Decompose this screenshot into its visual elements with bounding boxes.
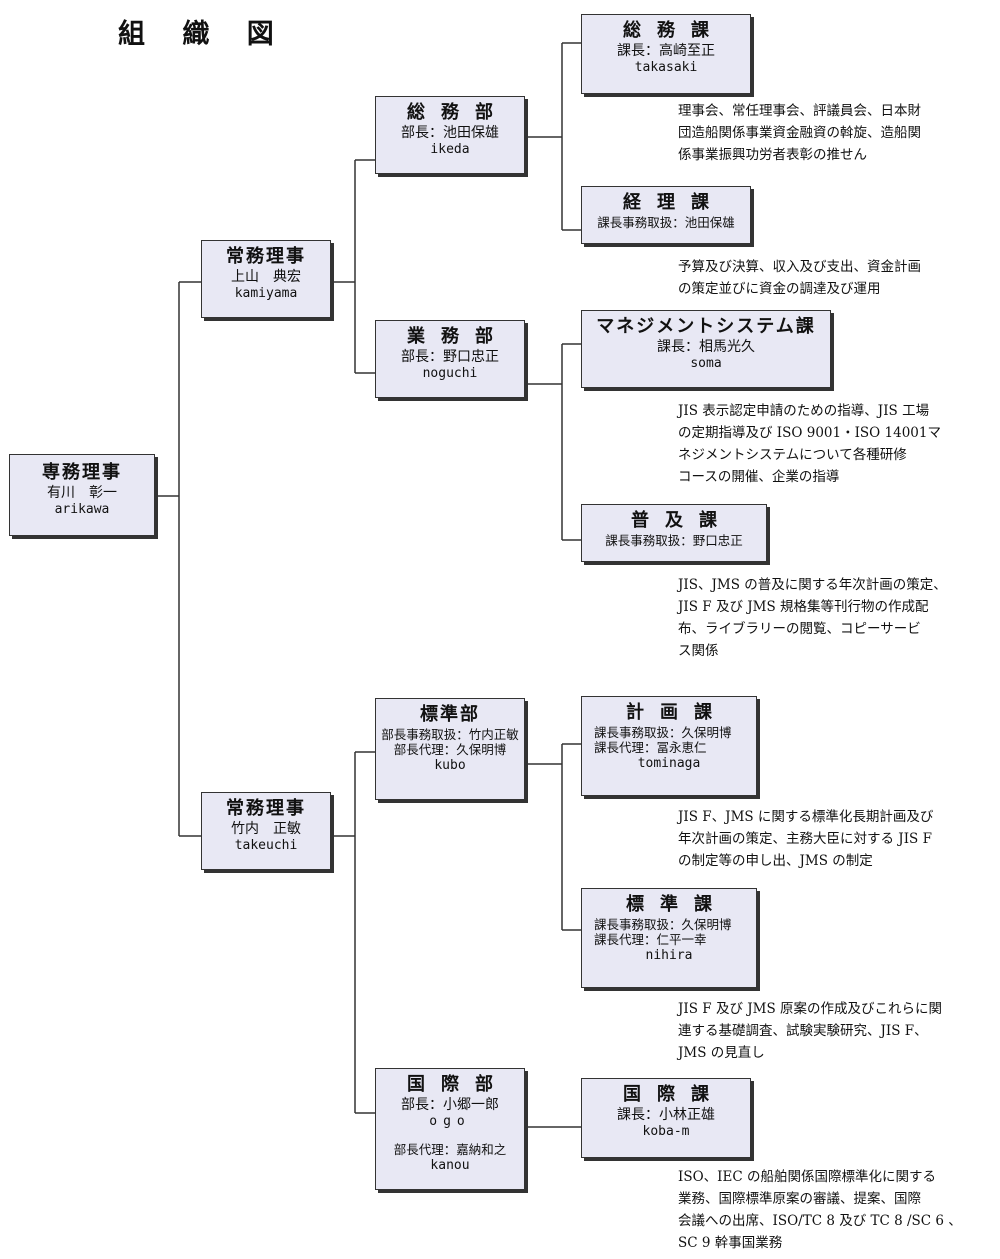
dept-international-deputy-romaji: kanou — [430, 1157, 470, 1173]
sec-international-head: 課長：小林正雄 — [617, 1106, 715, 1123]
dept-standards-deputy: 部長代理：久保明博 — [393, 742, 507, 758]
sec-general-affairs-description: 理事会、常任理事会、評議員会、日本財 団造船関係事業資金融資の斡旋、造船関 係事… — [678, 103, 921, 163]
director-romaji: arikawa — [54, 502, 110, 517]
dept-standards-title: 標準部 — [420, 704, 480, 725]
executive-2-romaji: takeuchi — [234, 838, 298, 853]
sec-planning-title: 計画課 — [626, 702, 728, 723]
sec-promotion-title: 普及課 — [631, 510, 733, 531]
sec-promotion-head: 課長事務取扱：野口忠正 — [605, 532, 743, 548]
sec-management-description: JIS 表示認定申請のための指導、JIS 工場 の定期指導及び ISO 9001… — [678, 403, 941, 485]
executive-1-person: 上山 典宏 — [231, 268, 301, 285]
sec-promotion-box: 普及課 課長事務取扱：野口忠正 — [581, 504, 767, 562]
dept-standards-romaji: kubo — [434, 757, 466, 773]
sec-planning-head: 課長事務取扱：久保明博 — [594, 724, 732, 740]
director-title: 専務理事 — [42, 462, 122, 483]
sec-standards-deputy: 課長代理：仁平一幸 — [594, 932, 707, 948]
page-title: 組 織 図 — [118, 19, 288, 50]
dept-general-romaji: ikeda — [430, 142, 470, 157]
dept-general-title: 総務部 — [407, 102, 509, 123]
sec-general-affairs-romaji: takasaki — [634, 60, 698, 75]
sec-international-romaji: koba-m — [642, 1124, 690, 1139]
sec-international-description: ISO、IEC の船舶関係国際標準化に関する 業務、国際標準原案の審議、提案、国… — [678, 1169, 962, 1251]
sec-promotion-description: JIS、JMS の普及に関する年次計画の策定、 JIS F 及び JMS 規格集… — [678, 577, 947, 659]
sec-planning-deputy: 課長代理：冨永恵仁 — [594, 740, 707, 756]
director-box: 専務理事 有川 彰一 arikawa — [9, 454, 155, 536]
dept-international-romaji: ogo — [429, 1114, 471, 1129]
dept-general-box: 総務部 部長：池田保雄 ikeda — [375, 96, 525, 174]
executive-2-person: 竹内 正敏 — [231, 820, 301, 837]
sec-management-box: マネジメントシステム課 課長：相馬光久 soma — [581, 310, 831, 388]
sec-planning-description: JIS F、JMS に関する標準化長期計画及び 年次計画の策定、主務大臣に対する… — [678, 809, 934, 869]
sec-general-affairs-head: 課長：高崎至正 — [617, 42, 715, 59]
sec-standards-box: 標準課 課長事務取扱：久保明博 課長代理：仁平一幸 nihira — [581, 888, 757, 988]
sec-international-box: 国際課 課長：小林正雄 koba-m — [581, 1078, 751, 1158]
dept-international-head: 部長：小郷一郎 — [401, 1096, 499, 1113]
executive-1-romaji: kamiyama — [234, 286, 298, 301]
dept-business-head: 部長：野口忠正 — [401, 348, 499, 365]
dept-international-box: 国際部 部長：小郷一郎 ogo 部長代理：嘉納和之 kanou — [375, 1068, 525, 1190]
sec-standards-head: 課長事務取扱：久保明博 — [594, 916, 732, 932]
dept-international-title: 国際部 — [407, 1074, 509, 1095]
sec-international-title: 国際課 — [623, 1084, 725, 1105]
dept-business-box: 業務部 部長：野口忠正 noguchi — [375, 320, 525, 398]
dept-standards-box: 標準部 部長事務取扱：竹内正敏 部長代理：久保明博 kubo — [375, 698, 525, 800]
executive-1-title: 常務理事 — [226, 246, 306, 267]
dept-international-deputy: 部長代理：嘉納和之 — [393, 1142, 507, 1158]
sec-standards-romaji: nihira — [645, 947, 693, 963]
director-person: 有川 彰一 — [47, 484, 117, 501]
dept-standards-head: 部長事務取扱：竹内正敏 — [381, 726, 519, 742]
dept-business-romaji: noguchi — [422, 366, 478, 381]
sec-management-title: マネジメントシステム課 — [596, 316, 816, 337]
sec-accounting-description: 予算及び決算、収入及び支出、資金計画 の策定並びに資金の調達及び運用 — [678, 259, 921, 297]
dept-general-head: 部長：池田保雄 — [401, 124, 499, 141]
sec-accounting-box: 経理課 課長事務取扱：池田保雄 — [581, 186, 751, 244]
sec-management-romaji: soma — [690, 356, 722, 371]
sec-planning-box: 計画課 課長事務取扱：久保明博 課長代理：冨永恵仁 tominaga — [581, 696, 757, 796]
sec-standards-description: JIS F 及び JMS 原案の作成及びこれらに関 連する基礎調査、試験実験研究… — [678, 1001, 943, 1061]
dept-business-title: 業務部 — [407, 326, 509, 347]
sec-general-affairs-title: 総務課 — [623, 20, 725, 41]
sec-planning-romaji: tominaga — [637, 755, 701, 771]
executive-2-box: 常務理事 竹内 正敏 takeuchi — [201, 792, 331, 870]
executive-2-title: 常務理事 — [226, 798, 306, 819]
sec-accounting-head: 課長事務取扱：池田保雄 — [597, 214, 735, 230]
executive-1-box: 常務理事 上山 典宏 kamiyama — [201, 240, 331, 318]
sec-standards-title: 標準課 — [626, 894, 728, 915]
sec-management-head: 課長：相馬光久 — [657, 338, 755, 355]
sec-general-affairs-box: 総務課 課長：高崎至正 takasaki — [581, 14, 751, 94]
sec-accounting-title: 経理課 — [623, 192, 725, 213]
